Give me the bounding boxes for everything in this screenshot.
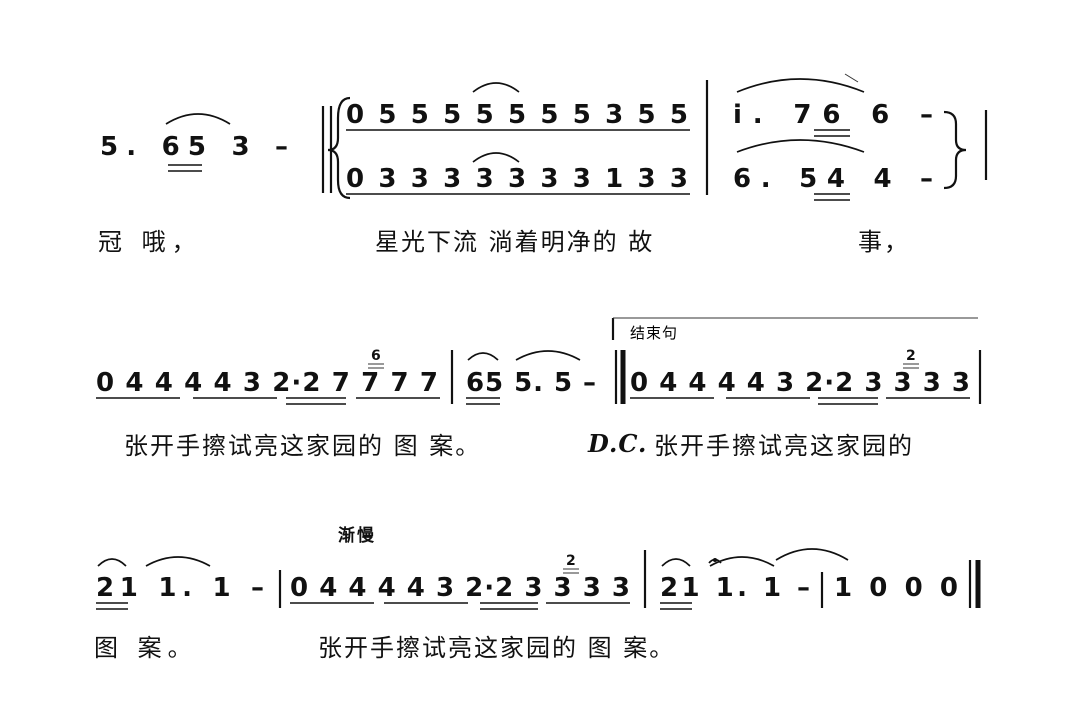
lyrics-row-3-b: 张开手擦试亮这家园的 图 案。 — [318, 634, 676, 662]
row1-intro-notes: 5. 65 3 – — [100, 132, 288, 162]
da-capo-mark: D.C. — [588, 429, 648, 458]
row3-grace-note: 2 — [566, 553, 576, 569]
row3-measure-2: 0 4 4 4 4 3 2·2 3 3 3 3 — [290, 573, 630, 603]
row1-upper-voice: 0 5 5 5 5 5 5 5 3 5 5 — [346, 100, 688, 130]
row3-measure-3: 21 1. 1 – — [660, 573, 810, 603]
ending-phrase-label: 结束句 — [630, 324, 678, 342]
row2-measure-1: 0 4 4 4 4 3 2·2 7 7 7 7 — [96, 368, 438, 398]
lyrics-row-1-b: 星光下流 淌着明净的 故 — [375, 228, 655, 256]
row2-grace-note-1: 6 — [371, 348, 381, 364]
row3-measure-1: 21 1. 1 – — [96, 573, 264, 603]
lyrics-row-2-a: 张开手擦试亮这家园的 图 案。 — [124, 432, 482, 460]
lyrics-row-1-a: 冠 哦， — [98, 228, 202, 256]
staff-row-3: 21 1. 1 – 0 4 4 4 4 3 2·2 3 3 3 3 2 21 1… — [96, 548, 981, 610]
system-brace-right — [943, 110, 967, 190]
row3-measure-4: 1 0 0 0 — [834, 573, 958, 603]
system-brace-left — [327, 96, 351, 200]
row2-measure-3: 0 4 4 4 4 3 2·2 3 3 3 3 — [630, 368, 970, 398]
row1-lower-voice: 0 3 3 3 3 3 3 3 1 3 3 — [346, 164, 688, 194]
tempo-mark-ritardando: 渐慢 — [338, 526, 376, 546]
row2-grace-note-2: 2 — [906, 348, 916, 364]
lyrics-row-1-c: 事， — [858, 228, 910, 256]
row2-measure-2: 65 5. 5 – — [466, 368, 596, 398]
row1-lower-end: 6. 54 4 – — [733, 164, 933, 194]
staff-row-2: 0 4 4 4 4 3 2·2 7 7 7 7 6 65 5. 5 – 结束句 … — [96, 317, 982, 405]
staff-row-1: 5. 65 3 – 0 5 5 5 5 5 5 5 3 5 5 0 3 3 3 … — [100, 73, 988, 201]
lyrics-row-3-a: 图 案。 — [94, 634, 198, 662]
lyrics-row-2-b: 张开手擦试亮这家园的 — [654, 432, 914, 460]
row1-upper-end: i. 76 6 – — [733, 100, 933, 130]
